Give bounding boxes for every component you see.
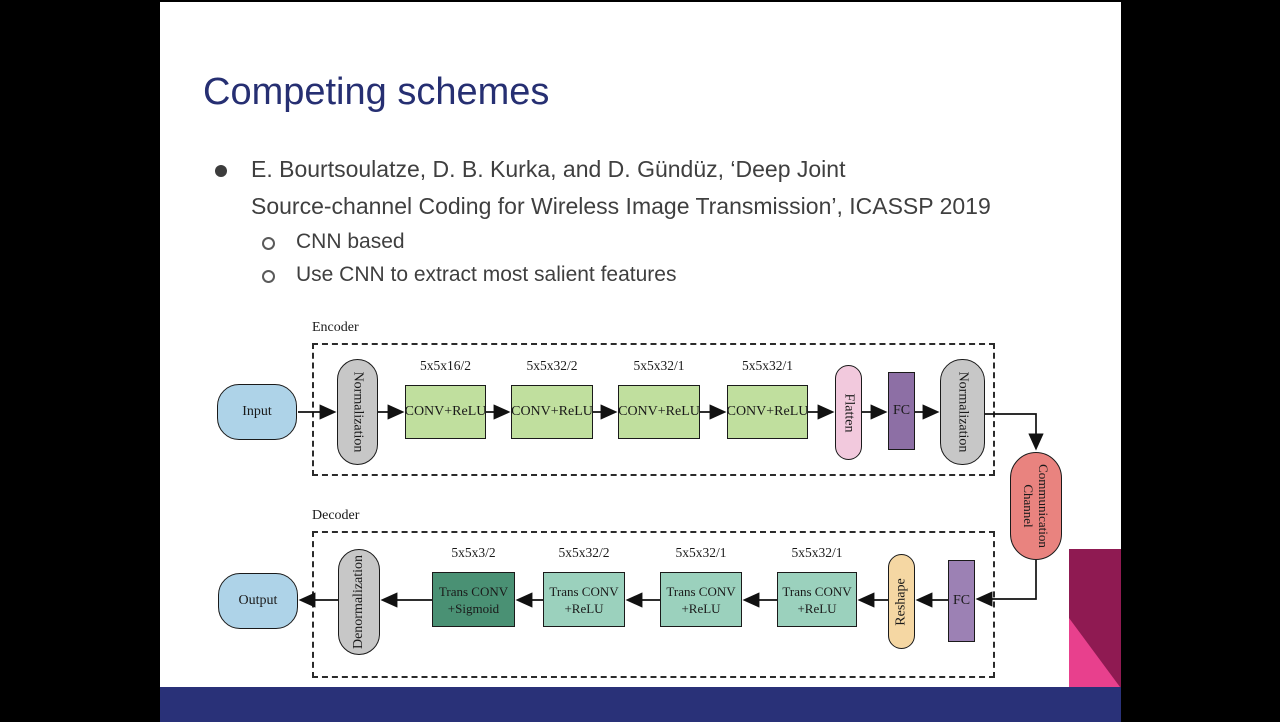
tconv3-shape-label: 5x5x32/1 <box>675 545 727 560</box>
decoder-label: Decoder <box>312 508 360 523</box>
tconv3-line1: Trans CONV <box>666 583 736 599</box>
slide: Competing schemes E. Bourtsoulatze, D. B… <box>160 2 1121 722</box>
conv3-node: CONV+ReLU <box>618 385 700 439</box>
slide-footer-bar <box>160 687 1121 722</box>
normalization-out-text: Normalization <box>955 371 971 453</box>
citation-line-1: E. Bourtsoulatze, D. B. Kurka, and D. Gü… <box>251 156 846 182</box>
tconv3-line2: +ReLU <box>681 600 721 616</box>
output-node: Output <box>218 573 298 629</box>
denormalization-text: Denormalization <box>351 554 367 650</box>
letterbox-right <box>1121 0 1280 720</box>
tconv2-line2: +ReLU <box>564 600 604 616</box>
conv4-shape-label: 5x5x32/1 <box>741 358 793 373</box>
normalization-out-node: Normalization <box>940 359 985 465</box>
reshape-node: Reshape <box>888 554 915 649</box>
encoder-boundary <box>312 343 995 476</box>
conv3-shape-label: 5x5x32/1 <box>633 358 685 373</box>
sub-bullet-2: Use CNN to extract most salient features <box>296 263 677 286</box>
conv2-node: CONV+ReLU <box>511 385 593 439</box>
communication-channel-node: Communication Channel <box>1010 452 1062 560</box>
communication-channel-text: Communication Channel <box>1021 464 1051 548</box>
flatten-node: Flatten <box>835 365 862 460</box>
page-title: Competing schemes <box>203 71 550 113</box>
tconv2-shape-label: 5x5x32/2 <box>558 545 610 560</box>
tconv1-line2: +Sigmoid <box>447 600 500 616</box>
decoder-fc-node: FC <box>948 560 975 642</box>
tconv4-line1: Trans CONV <box>782 583 852 599</box>
bullet-icon <box>215 165 227 177</box>
normalization-text: Normalization <box>350 371 366 453</box>
conv4-node: CONV+ReLU <box>727 385 808 439</box>
trans-conv-sigmoid-node: Trans CONV+Sigmoid <box>432 572 515 627</box>
conv2-shape-label: 5x5x32/2 <box>526 358 578 373</box>
sub-bullet-icon <box>262 237 275 250</box>
tconv4-shape-label: 5x5x32/1 <box>791 545 843 560</box>
tconv4-line2: +ReLU <box>797 600 837 616</box>
tconv1-shape-label: 5x5x3/2 <box>451 545 496 560</box>
input-node: Input <box>217 384 297 440</box>
trans-conv-relu-node: Trans CONV+ReLU <box>543 572 625 627</box>
denormalization-node: Denormalization <box>338 549 380 655</box>
flatten-text: Flatten <box>841 393 857 432</box>
letterbox-left <box>0 0 160 720</box>
encoder-label: Encoder <box>312 320 359 335</box>
sub-bullet-1: CNN based <box>296 230 405 253</box>
reference-citation: E. Bourtsoulatze, D. B. Kurka, and D. Gü… <box>251 151 1121 225</box>
tconv2-line1: Trans CONV <box>549 583 619 599</box>
sub-bullet-icon <box>262 270 275 283</box>
trans-conv-relu-node: Trans CONV+ReLU <box>660 572 742 627</box>
trans-conv-relu-node: Trans CONV+ReLU <box>777 572 857 627</box>
reshape-text: Reshape <box>893 577 909 626</box>
conv1-node: CONV+ReLU <box>405 385 486 439</box>
tconv1-line1: Trans CONV <box>438 583 509 599</box>
citation-line-2: Source-channel Coding for Wireless Image… <box>251 193 991 219</box>
conv1-shape-label: 5x5x16/2 <box>419 358 471 373</box>
encoder-fc-node: FC <box>888 372 915 450</box>
normalization-node: Normalization <box>337 359 378 465</box>
